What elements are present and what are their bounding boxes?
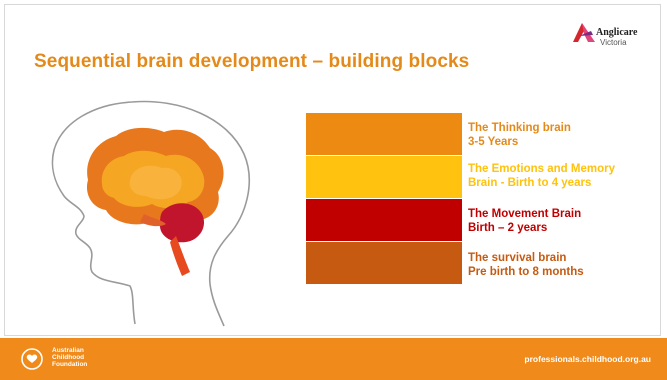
anglicare-logo: Anglicare Victoria [571,20,651,54]
footer-url[interactable]: professionals.childhood.org.au [524,354,651,364]
acf-org-name: Australian Childhood Foundation [52,347,87,368]
emotions-memory-brain-title: The Emotions and Memory [468,163,615,175]
thinking-brain-title: The Thinking brain [468,122,571,134]
movement-brain-block [306,199,462,241]
movement-brain-label: The Movement Brain Birth – 2 years [468,207,581,235]
thinking-brain-block [306,113,462,155]
acf-heart-icon [21,348,43,370]
acf-org-line: Foundation [52,361,88,368]
survival-brain-age: Pre birth to 8 months [468,266,584,278]
anglicare-mark-icon [573,23,595,42]
brand-name: Anglicare [596,27,638,38]
slide-title: Sequential brain development – building … [34,51,470,72]
emotions-memory-brain-block [306,156,462,198]
movement-brain-title: The Movement Brain [468,208,582,220]
footer-bar: Australian Childhood Foundation professi… [0,338,667,380]
movement-brain-age: Birth – 2 years [468,222,548,234]
acf-org-line: Australian [52,347,84,354]
survival-brain-block [306,242,462,284]
thinking-brain-age: 3-5 Years [468,136,519,148]
survival-brain-title: The survival brain [468,252,567,264]
head-brain-illustration [51,100,251,327]
thinking-brain-label: The Thinking brain 3-5 Years [468,121,571,149]
emotions-memory-brain-label: The Emotions and Memory Brain - Birth to… [468,162,615,190]
acf-org-line: Childhood [52,354,85,361]
brand-subname: Victoria [600,38,627,47]
emotions-memory-brain-age: Brain - Birth to 4 years [468,177,592,189]
slide-frame [4,4,661,336]
survival-brain-label: The survival brain Pre birth to 8 months [468,251,584,279]
